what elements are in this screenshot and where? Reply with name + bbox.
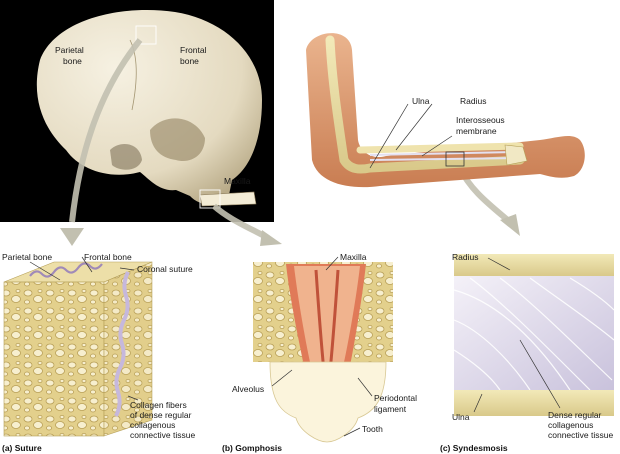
suture-collagen-seam: [114, 271, 130, 417]
label-gomphosis-alveolus: Alveolus: [232, 384, 264, 394]
leader-gomphosis-maxilla: [325, 256, 339, 271]
syndesmosis-ulna-bone: [454, 390, 614, 416]
leader-arm-membrane: [421, 135, 453, 157]
arm-wrist-bones: [504, 144, 528, 166]
leader-suture-coronal: [119, 267, 135, 271]
label-syndesmosis-dense-2: collagenous: [548, 420, 593, 430]
leader-suture-parietal: [29, 261, 61, 281]
caption-syndesmosis-letter: (c): [440, 443, 451, 453]
fiber-4: [529, 277, 615, 341]
caption-suture-text: Suture: [15, 443, 42, 453]
arm-ulna-bone: [325, 35, 525, 174]
label-arm-radius: Radius: [460, 96, 486, 106]
suture-block-side: [103, 261, 153, 437]
fiber-7: [569, 277, 615, 311]
label-arm-interosseous-2: membrane: [456, 126, 497, 136]
label-skull-parietal-1: Parietal: [55, 45, 84, 55]
suture-illustration: Parietal bone Frontal bone Coronal sutur…: [2, 252, 195, 453]
fiber-6: [453, 349, 501, 391]
leader-gomphosis-tooth: [343, 427, 361, 437]
label-suture-collagen-2: of dense regular: [130, 410, 192, 420]
leader-arm-radius: [395, 103, 433, 151]
label-syndesmosis-dense-1: Dense regular: [548, 410, 602, 420]
label-arm-interosseous-1: Interosseous: [456, 115, 505, 125]
label-suture-collagen-4: connective tissue: [130, 430, 195, 440]
arm-membrane-box: [445, 151, 465, 167]
leader-suture-frontal: [81, 256, 93, 273]
fiber-2: [469, 277, 591, 391]
skull-temporal-fossa: [110, 144, 142, 170]
label-syndesmosis-radius: Radius: [452, 252, 478, 262]
label-skull-frontal-1: Frontal: [180, 45, 207, 55]
leader-syndesmosis-radius: [487, 257, 511, 271]
arrow-head-gomphosis: [260, 230, 282, 246]
gomphosis-tooth-crown: [269, 361, 387, 443]
syndesmosis-illustration: Radius Ulna Dense regular collagenous co…: [440, 252, 615, 453]
skull-photo-panel: Parietal bone Frontal bone Maxilla: [0, 0, 274, 222]
label-syndesmosis-dense-3: connective tissue: [548, 430, 613, 440]
label-skull-frontal-2: bone: [180, 56, 199, 66]
label-suture-coronal: Coronal suture: [137, 264, 193, 274]
arm-radius-bone: [356, 142, 524, 154]
label-suture-collagen-1: Collagen fibers: [130, 400, 187, 410]
fiber-5: [453, 319, 531, 391]
label-skull-parietal-2: bone: [63, 56, 82, 66]
arrow-head-suture: [60, 228, 84, 246]
syndesmosis-fibers: [453, 277, 615, 391]
label-gomphosis-maxilla: Maxilla: [340, 252, 367, 262]
caption-gomphosis-letter: (b): [222, 443, 233, 453]
skull-orbit: [150, 118, 205, 162]
fiber-3: [499, 277, 613, 381]
caption-gomphosis-text: Gomphosis: [235, 443, 282, 453]
suture-zigzag-top: [29, 262, 103, 278]
syndesmosis-radius-bone: [454, 254, 614, 276]
label-arm-ulna: Ulna: [412, 96, 430, 106]
label-suture-parietal: Parietal bone: [2, 252, 52, 262]
label-gomphosis-periodontal-2: ligament: [374, 404, 407, 414]
leader-arm-ulna: [369, 103, 409, 169]
caption-syndesmosis: (c) Syndesmosis: [440, 443, 508, 453]
leader-gomphosis-alveolus: [271, 369, 293, 387]
caption-suture: (a) Suture: [2, 443, 42, 453]
arrow-head-syndesmosis: [500, 214, 520, 236]
label-skull-maxilla: Maxilla: [224, 176, 251, 186]
arm-interosseous-membrane: [369, 151, 516, 161]
arrow-to-suture: [69, 38, 143, 223]
leader-gomphosis-periodontal: [357, 377, 373, 397]
label-gomphosis-periodontal-1: Periodontal: [374, 393, 417, 403]
label-syndesmosis-ulna: Ulna: [452, 412, 470, 422]
caption-syndesmosis-text: Syndesmosis: [453, 443, 508, 453]
suture-block-front: [3, 281, 105, 437]
syndesmosis-membrane: [454, 276, 614, 390]
label-suture-frontal: Frontal bone: [84, 252, 132, 262]
skull-teeth: [199, 191, 257, 207]
gomphosis-illustration: Maxilla Alveolus Periodontal ligament To…: [222, 252, 417, 453]
skull-suture-box: [135, 25, 157, 45]
caption-gomphosis: (b) Gomphosis: [222, 443, 282, 453]
leader-syndesmosis-dense: [519, 339, 561, 409]
fiber-1: [453, 289, 571, 391]
skull-tooth-box: [199, 189, 221, 209]
label-suture-collagen-3: collagenous: [130, 420, 175, 430]
gomphosis-tooth-root-outer: [294, 266, 360, 362]
skull-cranium: [36, 10, 262, 205]
leader-syndesmosis-ulna: [473, 393, 483, 413]
arm-illustration: Ulna Radius Interosseous membrane: [306, 33, 585, 188]
label-gomphosis-tooth: Tooth: [362, 424, 383, 434]
leader-suture-collagen: [127, 395, 139, 401]
caption-suture-letter: (a): [2, 443, 13, 453]
